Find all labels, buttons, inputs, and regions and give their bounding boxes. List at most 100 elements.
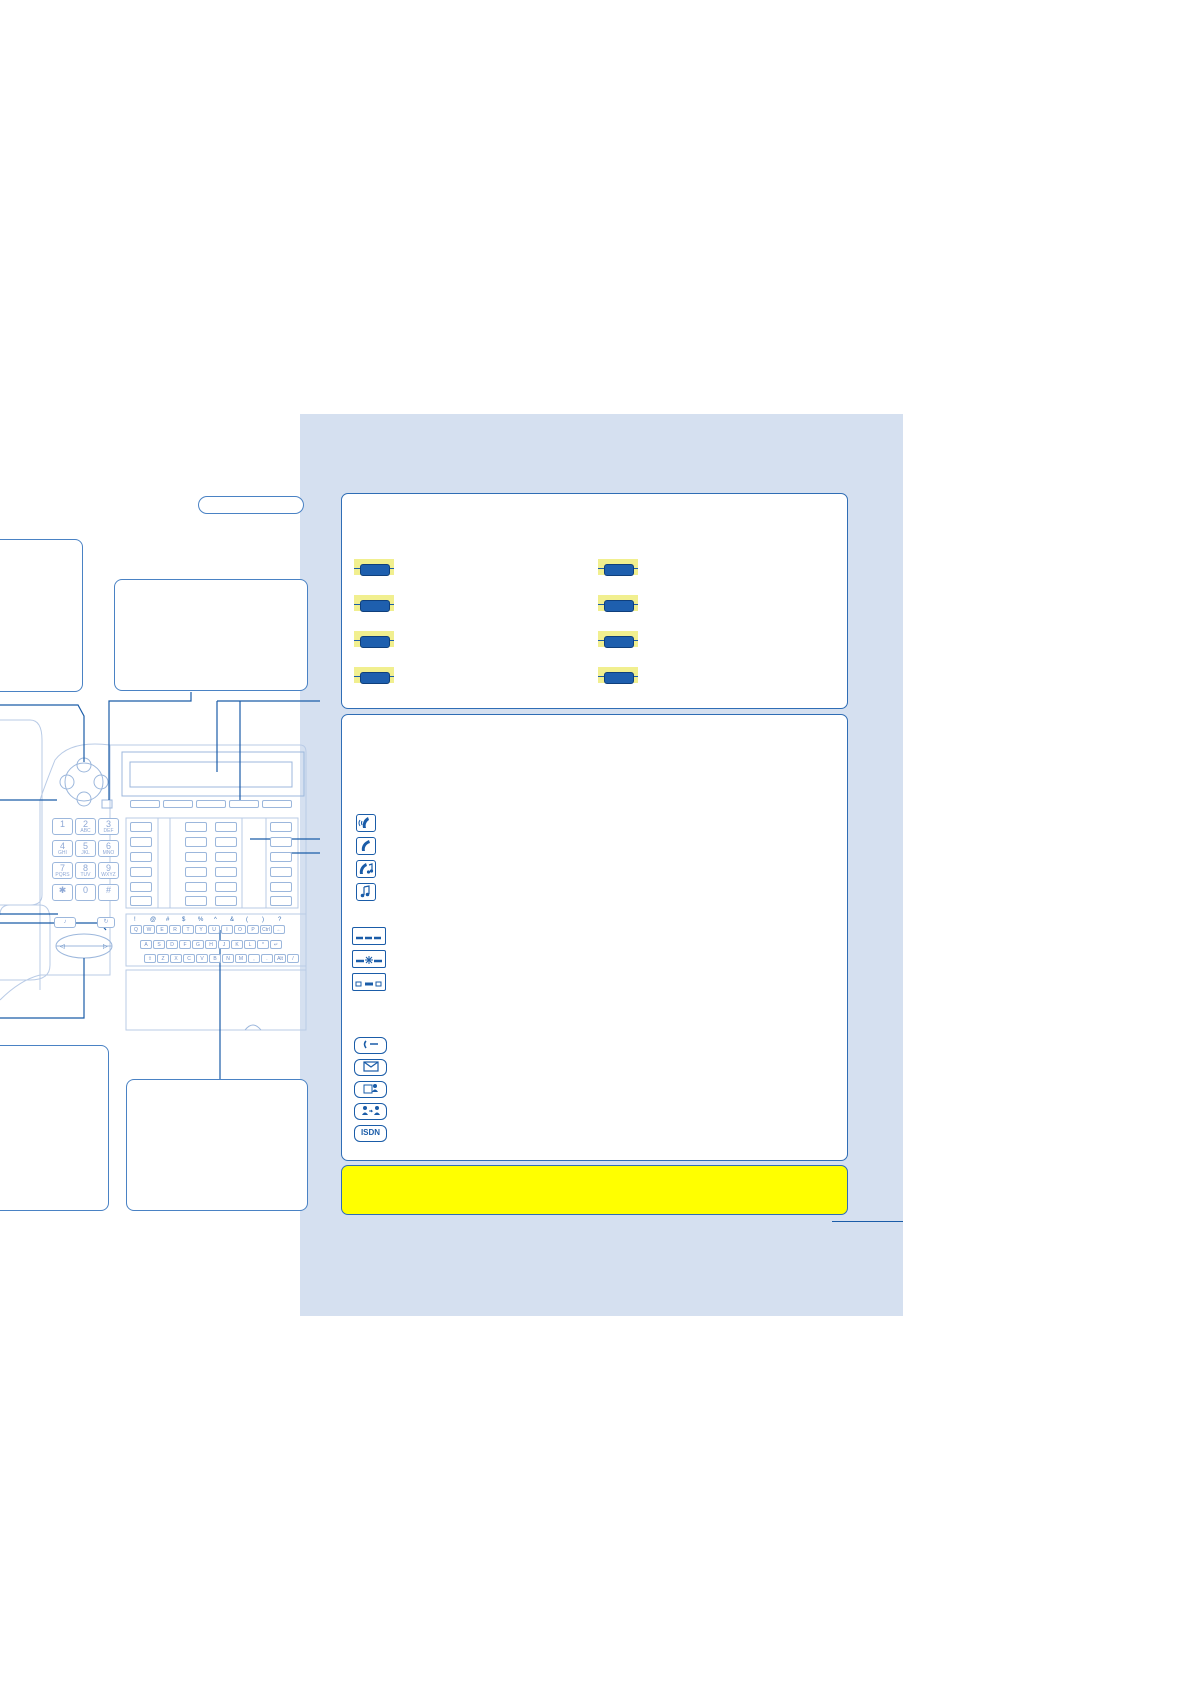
- keyboard-key[interactable]: *: [257, 940, 269, 949]
- function-key[interactable]: [185, 837, 207, 847]
- keyboard-key[interactable]: ↵: [270, 940, 282, 949]
- nav-left-arrow[interactable]: ◁: [60, 944, 65, 950]
- mute-key[interactable]: ♪: [54, 917, 76, 928]
- keyboard-key[interactable]: F: [179, 940, 191, 949]
- function-key[interactable]: [270, 837, 292, 847]
- dial-key-digit: 6: [105, 841, 111, 851]
- keyboard-key[interactable]: S: [153, 940, 165, 949]
- function-key[interactable]: [185, 896, 207, 906]
- display-star-icon: [352, 950, 386, 968]
- keyboard-key[interactable]: D: [166, 940, 178, 949]
- keyboard-key[interactable]: V: [196, 954, 208, 963]
- dial-key[interactable]: #: [98, 884, 119, 901]
- keyboard-symbol-label: &: [230, 917, 235, 923]
- keyboard-key[interactable]: Alt: [274, 954, 286, 963]
- dial-key-digit: 5: [82, 841, 88, 851]
- keyboard-key[interactable]: .: [261, 954, 273, 963]
- keyboard-key[interactable]: ,: [248, 954, 260, 963]
- keyboard-key[interactable]: T: [182, 925, 194, 934]
- dial-key[interactable]: ✱: [52, 884, 73, 901]
- keyboard-key[interactable]: K: [231, 940, 243, 949]
- phone-diagram-lines: [0, 692, 320, 1088]
- function-key[interactable]: [270, 852, 292, 862]
- keyboard-symbol-label: ?: [278, 917, 282, 923]
- function-key[interactable]: [270, 867, 292, 877]
- function-key[interactable]: [130, 822, 152, 832]
- function-key[interactable]: [130, 896, 152, 906]
- dial-key-digit: 9: [105, 863, 111, 873]
- keyboard-key[interactable]: H: [205, 940, 217, 949]
- dial-key-letters: TUV: [80, 872, 91, 878]
- dial-key-digit: 1: [59, 819, 65, 829]
- keyboard-key[interactable]: W: [143, 925, 155, 934]
- isdn-label: ISDN: [360, 1128, 381, 1137]
- softkey-icon-7: [598, 631, 638, 651]
- function-key[interactable]: [215, 882, 237, 892]
- keyboard-key[interactable]: ⇧: [144, 954, 156, 963]
- function-key[interactable]: [185, 867, 207, 877]
- function-key[interactable]: [185, 822, 207, 832]
- function-key[interactable]: [130, 867, 152, 877]
- function-key[interactable]: [215, 837, 237, 847]
- keyboard-key[interactable]: B: [209, 954, 221, 963]
- keyboard-key[interactable]: J: [218, 940, 230, 949]
- keyboard-key[interactable]: /: [287, 954, 299, 963]
- softkey-icon-3: [354, 631, 394, 651]
- dial-key-letters: ABC: [80, 828, 91, 834]
- dial-key[interactable]: 0: [75, 884, 96, 901]
- display-softkey[interactable]: [229, 800, 259, 808]
- dial-key-digit: 4: [59, 841, 65, 851]
- function-key[interactable]: [130, 852, 152, 862]
- function-key[interactable]: [215, 822, 237, 832]
- softkeys-box: [341, 493, 848, 709]
- keyboard-key[interactable]: E: [156, 925, 168, 934]
- redial-key[interactable]: ↻: [97, 917, 115, 928]
- keyboard-key[interactable]: Y: [195, 925, 207, 934]
- function-key[interactable]: [130, 882, 152, 892]
- dial-key-digit: 0: [82, 885, 88, 895]
- keyboard-key[interactable]: Ctrl: [260, 925, 272, 934]
- function-key[interactable]: [185, 852, 207, 862]
- function-key[interactable]: [215, 896, 237, 906]
- function-key[interactable]: [270, 882, 292, 892]
- function-key[interactable]: [215, 852, 237, 862]
- function-key[interactable]: [270, 896, 292, 906]
- keyboard-key[interactable]: I: [221, 925, 233, 934]
- softkey-icon-8: [598, 667, 638, 687]
- display-softkey[interactable]: [130, 800, 160, 808]
- display-softkey[interactable]: [262, 800, 292, 808]
- function-key[interactable]: [215, 867, 237, 877]
- keyboard-key[interactable]: P: [247, 925, 259, 934]
- keyboard-key[interactable]: U: [208, 925, 220, 934]
- dial-key[interactable]: 1: [52, 818, 73, 835]
- keyboard-key[interactable]: N: [222, 954, 234, 963]
- keyboard-key[interactable]: A: [140, 940, 152, 949]
- keyboard-key[interactable]: L: [244, 940, 256, 949]
- keyboard-key[interactable]: C: [183, 954, 195, 963]
- keyboard-key[interactable]: ←: [273, 925, 285, 934]
- keyboard-symbol-label: @: [150, 917, 157, 923]
- function-key[interactable]: [130, 837, 152, 847]
- keyboard-key[interactable]: O: [234, 925, 246, 934]
- function-key[interactable]: [270, 822, 292, 832]
- keyboard-key[interactable]: M: [235, 954, 247, 963]
- transfer-icon: [354, 1103, 387, 1120]
- display-softkey[interactable]: [196, 800, 226, 808]
- keyboard-key[interactable]: G: [192, 940, 204, 949]
- keyboard-key[interactable]: R: [169, 925, 181, 934]
- function-key[interactable]: [185, 882, 207, 892]
- nav-right-arrow[interactable]: ▷: [103, 944, 108, 950]
- display-softkey[interactable]: [163, 800, 193, 808]
- keyboard-key[interactable]: Q: [130, 925, 142, 934]
- keyboard-key[interactable]: X: [170, 954, 182, 963]
- callout-bottom-left: [0, 1045, 109, 1211]
- keyboard-key[interactable]: Z: [157, 954, 169, 963]
